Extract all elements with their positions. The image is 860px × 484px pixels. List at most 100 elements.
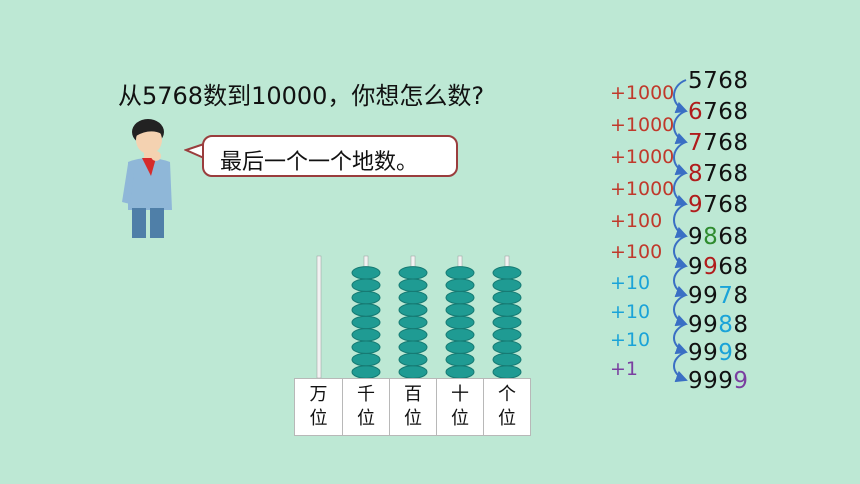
bead: [492, 303, 522, 317]
count-arrow: [673, 141, 688, 176]
bead: [445, 315, 475, 330]
number-digits: 99: [688, 312, 719, 338]
number-digits: 7: [688, 130, 704, 156]
count-arrow: [673, 79, 688, 114]
number-row: 8768: [688, 161, 749, 187]
label-thousands: 千位: [342, 379, 389, 435]
count-arrow: [673, 172, 688, 207]
bead: [351, 315, 381, 330]
bead: [398, 340, 428, 354]
number-digits: 9: [688, 224, 704, 250]
bead: [351, 266, 381, 280]
speech-bubble: 最后一个一个地数。: [202, 135, 458, 177]
bead: [398, 266, 428, 280]
number-digits: 9: [688, 192, 704, 218]
number-row: 9968: [688, 254, 749, 280]
number-digits: 768: [703, 130, 749, 156]
number-digits: 9: [733, 368, 749, 394]
number-digits: 9: [703, 254, 719, 280]
number-row: 9999: [688, 368, 749, 394]
rod-ten-thousands: [316, 255, 322, 379]
bead: [492, 352, 522, 367]
number-digits: 5768: [688, 68, 749, 94]
bead: [351, 303, 381, 317]
bead: [492, 278, 522, 292]
bead: [398, 328, 428, 342]
bead: [445, 352, 475, 367]
label-hundreds: 百位: [389, 379, 436, 435]
bead: [351, 365, 381, 379]
number-digits: 768: [703, 161, 749, 187]
number-digits: 68: [718, 224, 749, 250]
step-label: +10: [610, 272, 651, 294]
number-digits: 8: [733, 283, 749, 309]
abacus: [316, 255, 522, 379]
bead: [492, 340, 522, 354]
bead: [398, 290, 428, 305]
bead: [445, 266, 475, 280]
number-row: 5768: [688, 68, 749, 94]
step-label: +1: [610, 358, 639, 380]
bubble-tail: [184, 143, 205, 159]
number-digits: 9: [688, 254, 704, 280]
bead: [445, 365, 475, 379]
number-digits: 68: [718, 254, 749, 280]
bead: [351, 278, 381, 292]
number-digits: 7: [718, 283, 734, 309]
boy-illustration: [122, 119, 172, 238]
number-row: 9998: [688, 340, 749, 366]
number-digits: 9: [718, 340, 734, 366]
bead: [351, 340, 381, 354]
count-arrow: [673, 203, 688, 239]
step-label: +1000: [610, 178, 675, 200]
bead: [445, 290, 475, 305]
bead: [492, 290, 522, 305]
number-row: 6768: [688, 99, 749, 125]
number-row: 9988: [688, 312, 749, 338]
bead: [492, 328, 522, 342]
bead: [398, 365, 428, 379]
bead: [445, 328, 475, 342]
step-label: +100: [610, 241, 663, 263]
count-arrow: [673, 265, 688, 298]
number-row: 9868: [688, 224, 749, 250]
count-arrow: [673, 351, 688, 383]
bead: [351, 290, 381, 305]
number-digits: 8: [733, 312, 749, 338]
count-arrow: [673, 294, 688, 327]
label-ones: 个位: [483, 379, 530, 435]
number-digits: 8: [703, 224, 719, 250]
count-arrow: [673, 235, 688, 269]
number-digits: 8: [688, 161, 704, 187]
step-label: +1000: [610, 82, 675, 104]
speech-bubble-text: 最后一个一个地数。: [220, 150, 419, 175]
count-arrow: [673, 110, 688, 145]
number-digits: 768: [703, 192, 749, 218]
bead: [445, 278, 475, 292]
bead: [398, 278, 428, 292]
number-digits: 99: [688, 283, 719, 309]
bead: [351, 328, 381, 342]
number-row: 9768: [688, 192, 749, 218]
step-label: +10: [610, 301, 651, 323]
label-ten-thousands: 万位: [309, 384, 328, 429]
place-value-labels: 万位 千位 百位 十位 个位: [294, 378, 531, 436]
number-row: 9978: [688, 283, 749, 309]
number-digits: 99: [688, 340, 719, 366]
step-label: +1000: [610, 146, 675, 168]
number-digits: 8: [718, 312, 734, 338]
count-arrow: [673, 323, 688, 355]
bead: [492, 365, 522, 379]
bead: [492, 266, 522, 280]
number-digits: 8: [733, 340, 749, 366]
number-row: 7768: [688, 130, 749, 156]
step-label: +1000: [610, 114, 675, 136]
step-label: +100: [610, 210, 663, 232]
label-tens: 十位: [436, 379, 483, 435]
number-digits: 999: [688, 368, 734, 394]
question-text: 从5768数到10000，你想怎么数?: [118, 82, 485, 110]
bead: [398, 352, 428, 367]
bead: [445, 303, 475, 317]
step-label: +10: [610, 329, 651, 351]
bead: [398, 315, 428, 330]
